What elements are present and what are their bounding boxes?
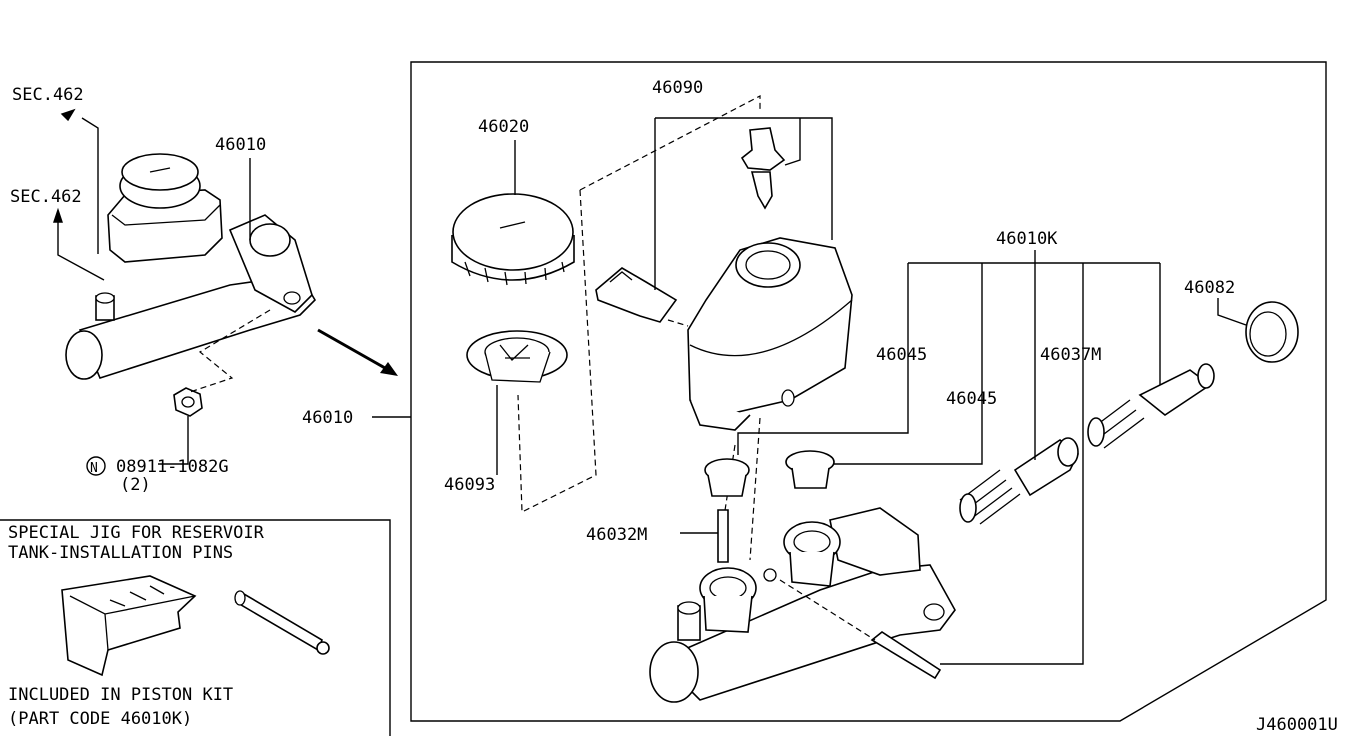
exploded-frame-label[interactable]: 46010 [302, 408, 353, 428]
jig-title-line2: TANK-INSTALLATION PINS [8, 543, 233, 563]
reservoir-strainer [466, 330, 568, 383]
label-46045-b[interactable]: 46045 [946, 389, 997, 409]
secondary-piston-spring [959, 437, 1080, 525]
jig-note-line1: INCLUDED IN PISTON KIT [8, 685, 233, 705]
grommet-seal-b [785, 450, 835, 489]
nut-qty-label: (2) [120, 475, 151, 495]
mounting-pin-bolt [740, 127, 786, 210]
reservoir-clip [595, 267, 678, 323]
stop-pin [870, 631, 942, 680]
jig-note-line2: (PART CODE 46010K) [8, 709, 192, 729]
nut-symbol-circle [86, 456, 106, 476]
label-46032M[interactable]: 46032M [586, 525, 647, 545]
nut-part-label[interactable]: 08911-1082G [116, 457, 229, 477]
label-46010K[interactable]: 46010K [996, 229, 1058, 249]
label-46093[interactable]: 46093 [444, 475, 495, 495]
sec-ref-lower[interactable]: SEC.462 [10, 187, 82, 207]
jig-box-frame [0, 519, 391, 736]
overview-assembly [65, 153, 317, 417]
label-46037M[interactable]: 46037M [1040, 345, 1101, 365]
label-46082[interactable]: 46082 [1184, 278, 1235, 298]
reservoir-cap [451, 193, 575, 286]
label-46020[interactable]: 46020 [478, 117, 529, 137]
label-46090[interactable]: 46090 [652, 78, 703, 98]
label-46045-a[interactable]: 46045 [876, 345, 927, 365]
jig-pin [234, 590, 330, 655]
nut-symbol: N [90, 461, 98, 476]
jig-block [61, 575, 197, 677]
master-cylinder-body [649, 507, 956, 703]
seal-ring [1245, 301, 1299, 363]
overview-assembly-label[interactable]: 46010 [215, 135, 266, 155]
grommet-seal-a [704, 458, 750, 497]
roll-pin [717, 509, 729, 563]
diagram-code: J460001U [1256, 715, 1338, 735]
primary-piston-assy [1087, 363, 1215, 449]
exploded-frame [410, 61, 1327, 722]
jig-title-line1: SPECIAL JIG FOR RESERVOIR [8, 523, 265, 543]
sec-ref-upper[interactable]: SEC.462 [12, 85, 84, 105]
reservoir-tank [687, 237, 853, 431]
